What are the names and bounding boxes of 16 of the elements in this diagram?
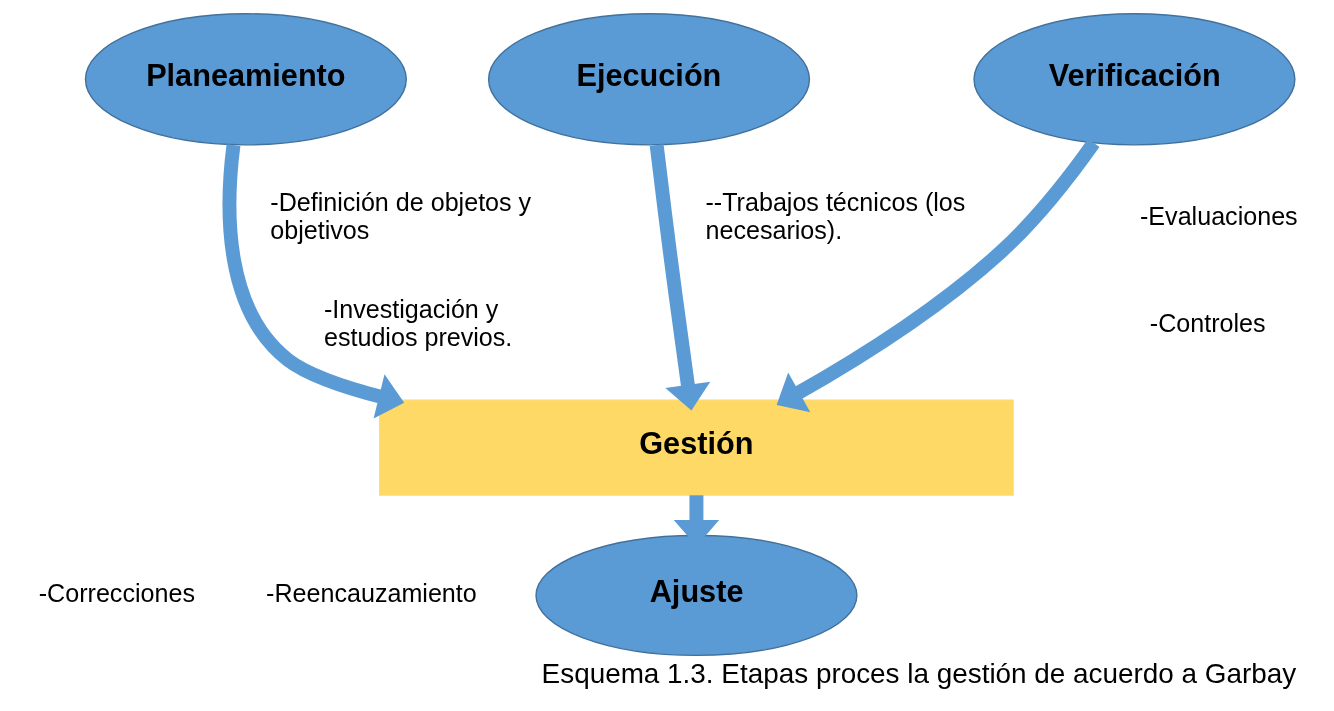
label: -Reencauzamiento [265,578,477,607]
label: -Definición de objetos y objetivos [269,187,531,244]
arrow [776,138,1099,413]
label: -Evaluaciones [1139,201,1298,230]
node-ellipse: Ejecución [487,13,810,146]
label: -Correcciones [38,578,195,607]
caption: Esquema 1.3. Etapas proces la gestión de acuerdo a Garbay [541,658,1296,690]
node-ellipse: Verificación [972,13,1296,146]
arrow [222,144,404,419]
label: -Investigación y estudios previos. [323,295,512,352]
node-box: Gestión [378,399,1014,496]
node-ellipse: Planeamiento [84,13,407,146]
label: --Trabajos técnicos (los necesarios). [705,187,965,244]
arrow [649,144,710,411]
label: -Controles [1149,309,1266,338]
node-ellipse: Ajuste [534,534,858,657]
